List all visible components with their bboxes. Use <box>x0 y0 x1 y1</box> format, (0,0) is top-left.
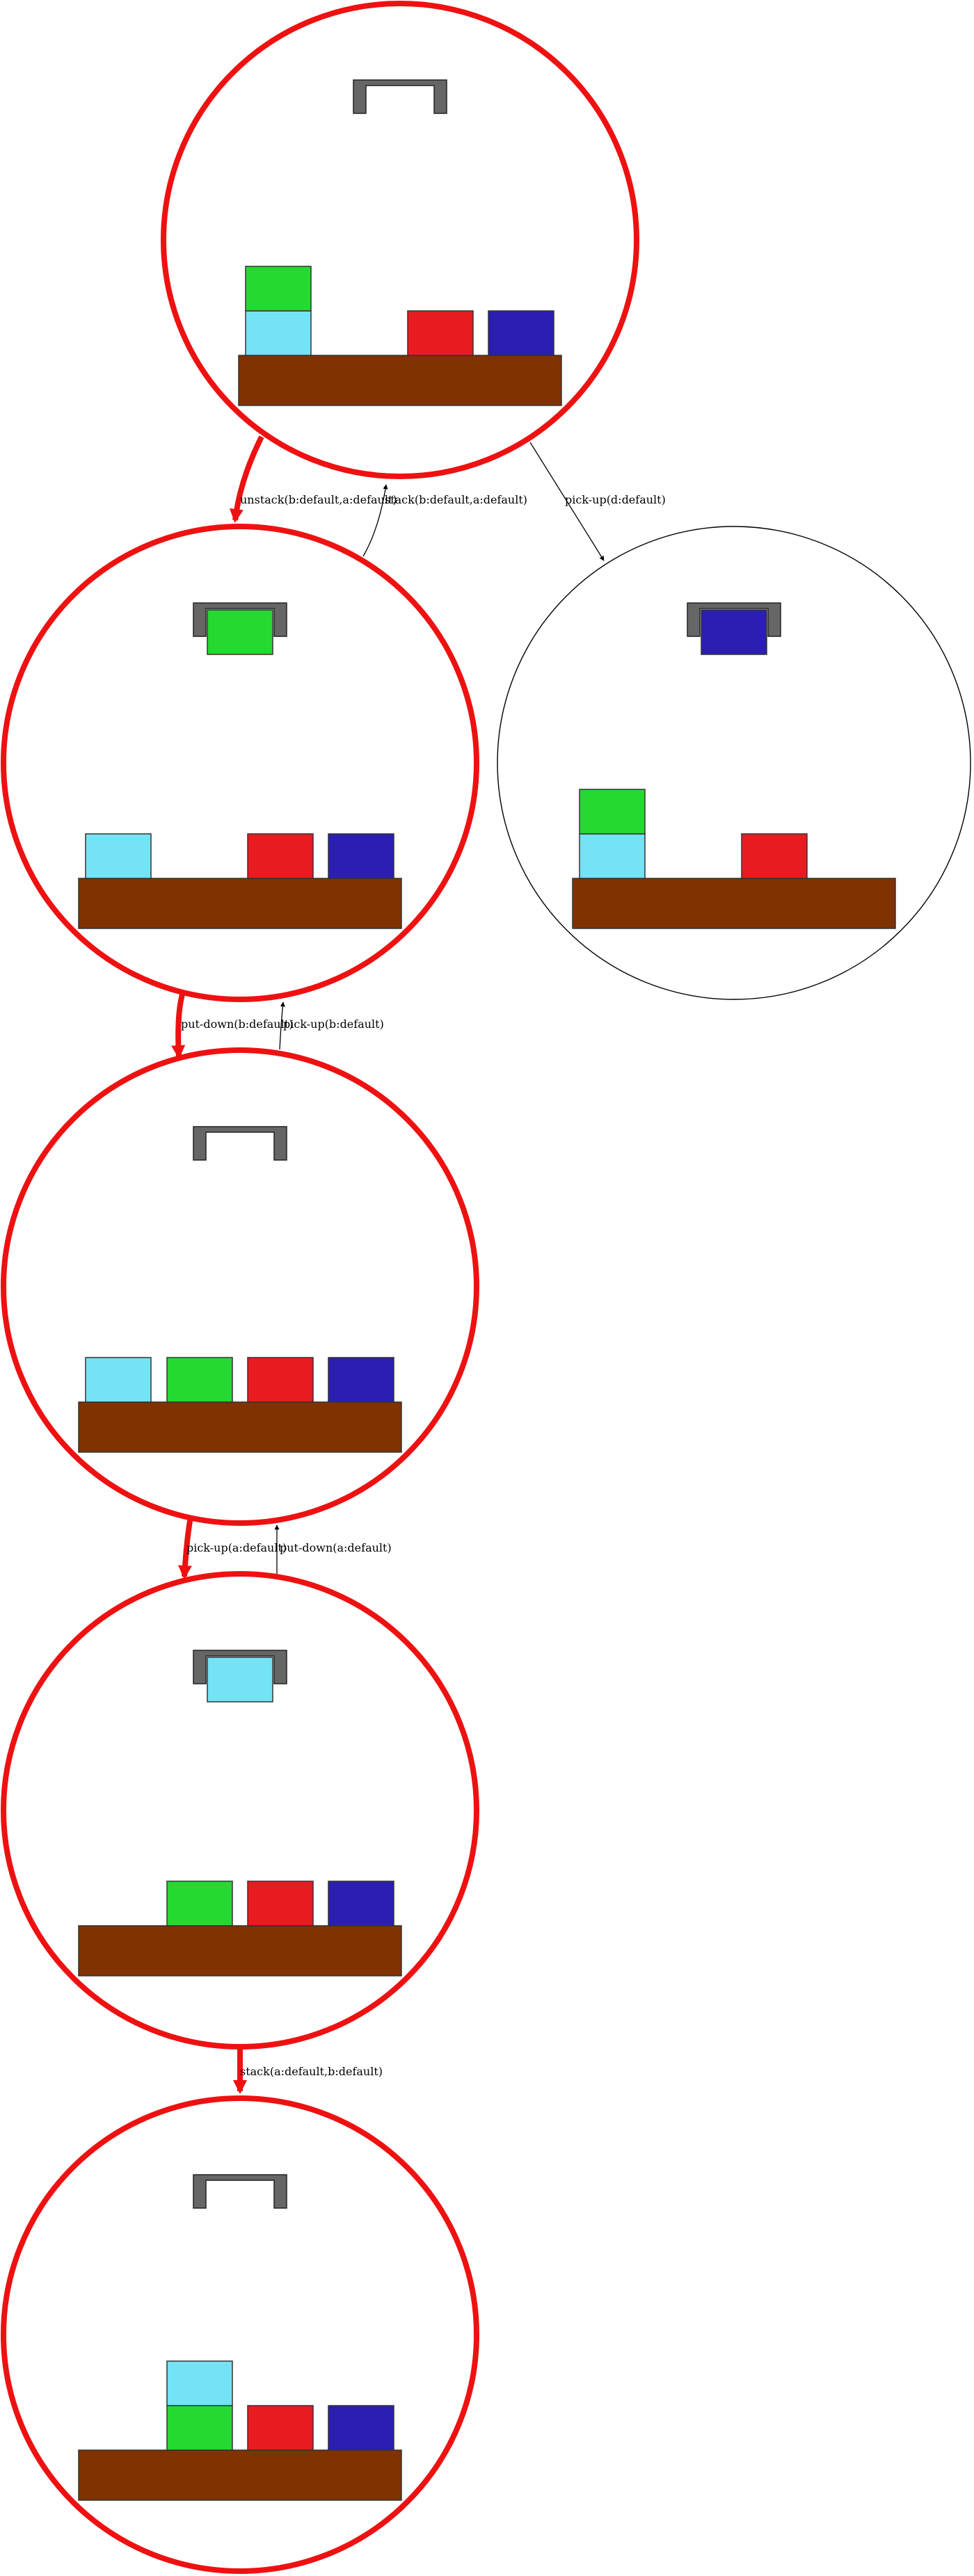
block-c <box>247 1357 314 1403</box>
transition-label: put-down(b:default) <box>181 1017 293 1031</box>
state-circle <box>497 526 971 1000</box>
transition-label: stack(a:default,b:default) <box>240 2065 383 2078</box>
transition-arrow <box>171 993 186 1059</box>
state-node-s3 <box>1 1047 479 1526</box>
gripper-icon <box>193 2174 287 2209</box>
block-c <box>741 833 808 879</box>
state-node-s4 <box>1 1571 479 2050</box>
block-d <box>328 1357 394 1403</box>
transition-s1-s0: stack(b:default,a:default) <box>362 484 527 557</box>
state-circle <box>1 524 479 1002</box>
held-block-a <box>207 1657 273 1702</box>
block-b <box>166 1357 233 1403</box>
state-node-s5 <box>1 2095 479 2574</box>
block-c <box>407 310 474 356</box>
block-c <box>247 833 314 879</box>
block-b <box>166 2405 233 2451</box>
block-a <box>579 833 646 879</box>
block-b <box>245 266 312 312</box>
gripper-icon <box>353 79 447 114</box>
transition-arrow <box>229 435 264 523</box>
transition-label: pick-up(b:default) <box>283 1017 384 1031</box>
block-d <box>328 833 394 879</box>
table <box>238 355 562 406</box>
transition-label: put-down(a:default) <box>280 1541 392 1554</box>
state-circle <box>1 1047 479 1526</box>
block-a <box>166 2360 233 2406</box>
gripper-icon <box>193 1126 287 1161</box>
held-block-b <box>207 609 273 655</box>
transition-label: pick-up(a:default) <box>186 1541 287 1554</box>
state-node-s1 <box>1 524 479 1002</box>
block-b <box>166 1881 233 1926</box>
block-a <box>85 1357 152 1403</box>
block-a <box>85 833 152 879</box>
transition-arrow <box>362 484 388 557</box>
transition-s3-s1: pick-up(b:default) <box>279 1001 384 1050</box>
gripper-icon <box>193 602 287 637</box>
transition-s0-s2: pick-up(d:default) <box>529 442 666 561</box>
transition-arrow <box>279 1001 285 1050</box>
transition-label: stack(b:default,a:default) <box>385 493 527 506</box>
held-block-d <box>701 609 767 655</box>
block-d <box>328 2405 394 2451</box>
state-circle <box>1 2095 479 2574</box>
table <box>78 2449 402 2501</box>
transition-s4-s5: stack(a:default,b:default) <box>233 2047 383 2094</box>
block-d <box>328 1881 394 1926</box>
transition-arrow <box>177 1516 193 1579</box>
transition-s4-s3: put-down(a:default) <box>274 1524 392 1574</box>
block-a <box>245 310 312 356</box>
table <box>78 878 402 929</box>
table <box>78 1925 402 1977</box>
table <box>78 1401 402 1453</box>
transition-arrow <box>529 442 605 561</box>
block-c <box>247 1881 314 1926</box>
transition-label: pick-up(d:default) <box>565 493 666 506</box>
block-c <box>247 2405 314 2451</box>
block-d <box>488 310 554 356</box>
state-node-s0 <box>161 1 639 479</box>
state-circle <box>1 1571 479 2050</box>
transition-s1-s3: put-down(b:default) <box>171 993 293 1059</box>
gripper-icon <box>687 602 781 637</box>
gripper-icon <box>193 1650 287 1684</box>
block-b <box>579 789 646 835</box>
transition-s0-s1: unstack(b:default,a:default) <box>229 435 397 523</box>
state-circle <box>161 1 639 479</box>
table <box>572 878 896 929</box>
transition-label: unstack(b:default,a:default) <box>240 493 397 506</box>
transition-s3-s4: pick-up(a:default) <box>177 1516 287 1579</box>
state-node-s2 <box>497 526 971 1000</box>
